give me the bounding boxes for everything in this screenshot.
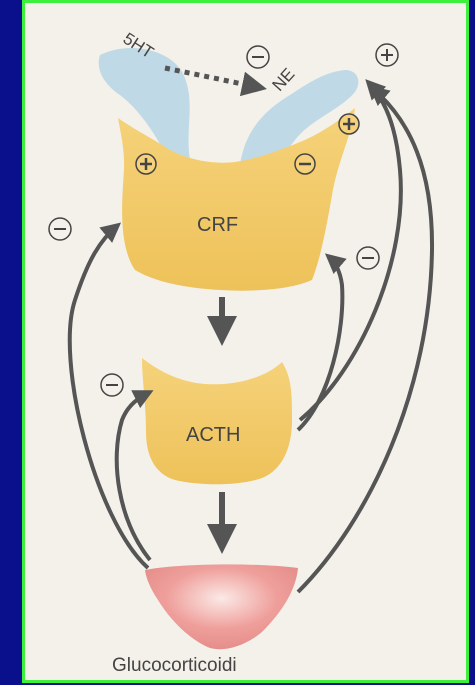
- acth-gland: [142, 358, 292, 484]
- label-acth: ACTH: [186, 424, 240, 447]
- sign-minus-right-loop: [357, 247, 379, 269]
- glucocorticoid-to-crf-feedback-arrow: [70, 225, 148, 568]
- sign-minus-acth-loop: [101, 374, 123, 396]
- sign-plus-ne-top: [376, 44, 398, 66]
- crf-gland: [118, 108, 355, 291]
- sign-minus-left-loop: [49, 218, 71, 240]
- sign-plus-crf-left: [136, 154, 156, 174]
- sign-plus-ne-right: [339, 114, 359, 134]
- sign-minus-ne: [247, 46, 269, 68]
- adrenal-gland: [145, 564, 298, 649]
- sign-minus-crf-right: [295, 154, 315, 174]
- label-crf: CRF: [197, 214, 238, 237]
- label-glucocorticoids: Glucocorticoidi: [112, 655, 237, 677]
